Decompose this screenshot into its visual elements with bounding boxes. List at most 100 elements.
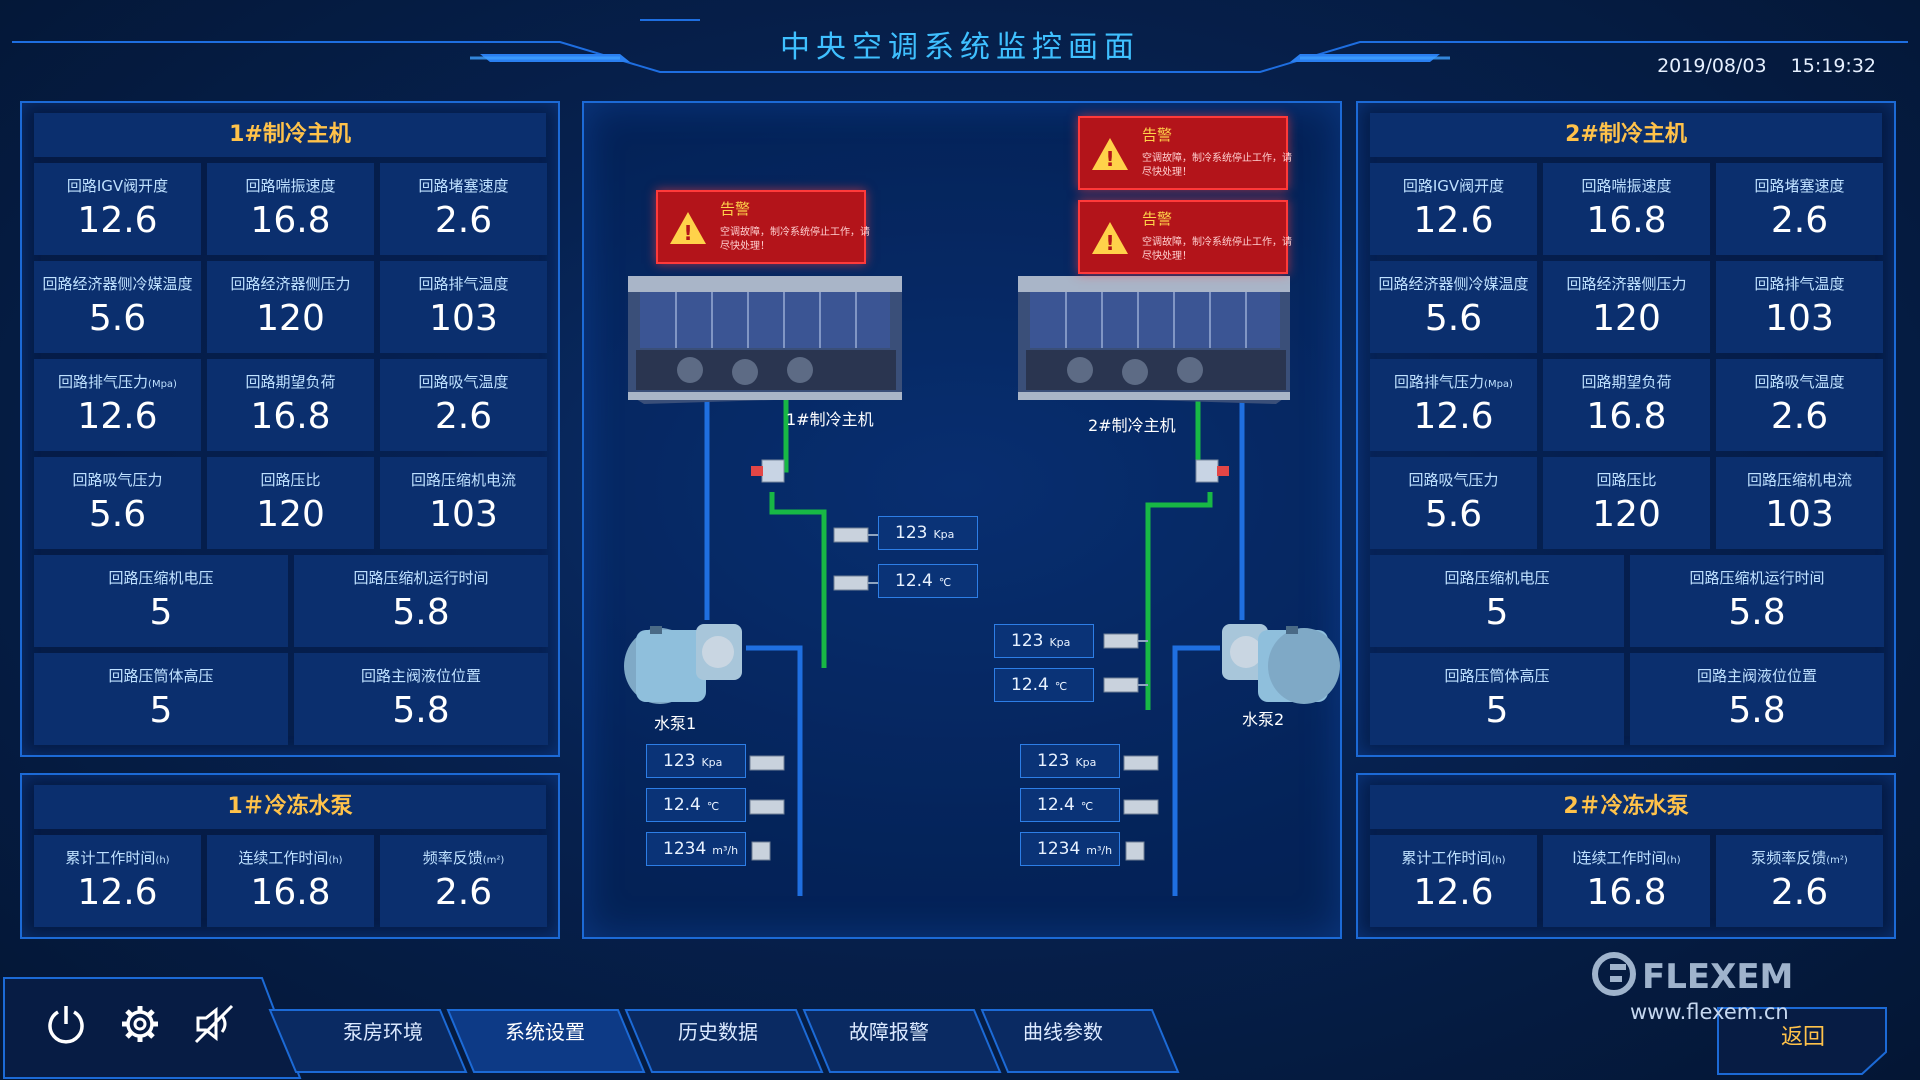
metric-label: 回路压缩机电流 <box>1716 469 1883 490</box>
metric-label-text: 回路压比 <box>1596 471 1657 489</box>
datetime: 2019/08/03 15:19:32 <box>1639 55 1876 77</box>
metric-value: 5 <box>1485 592 1509 633</box>
metric-label: 回路经济器侧压力 <box>207 273 374 294</box>
p1-pressure-sensor-icon <box>749 755 785 771</box>
alarm-title: 告警 <box>720 200 751 218</box>
metric-label: 回路期望负荷 <box>207 371 374 392</box>
alarm-box-3[interactable]: ! 告警 空调故障，制冷系统停止工作，请尽快处理！ <box>1078 200 1292 274</box>
metric-label-text: 回路排气压力 <box>1394 373 1485 391</box>
mute-button[interactable] <box>192 1002 236 1046</box>
tab-fault-alarm[interactable]: 故障报警 <box>849 1020 929 1044</box>
metric-cell: 回路主阀液位位置 5.8 <box>294 653 548 745</box>
tab-history[interactable]: 历史数据 <box>678 1020 758 1044</box>
c1-return-pipe-2 <box>769 492 827 668</box>
metric-unit: (h) <box>1666 855 1681 866</box>
metric-unit: (m²) <box>482 855 505 866</box>
metric-cell: 回路压缩机电压 5 <box>1370 555 1624 647</box>
metric-cell: 回路IGV阀开度 12.6 <box>34 163 201 255</box>
metric-value: 5 <box>149 690 173 731</box>
p1-temp-readout: 12.4℃ <box>646 788 746 822</box>
metric-unit: (m²) <box>1826 855 1848 866</box>
alarm-box-2[interactable]: ! 告警 空调故障，制冷系统停止工作，请尽快处理！ <box>1078 116 1292 190</box>
metric-label-text: 回路排气温度 <box>418 275 509 293</box>
metric-label-text: 回路IGV阀开度 <box>66 177 169 195</box>
metric-value: 2.6 <box>434 872 493 913</box>
metric-label: 泵频率反馈(m²) <box>1716 847 1883 868</box>
metric-value: 16.8 <box>1586 872 1667 913</box>
metric-cell: l连续工作时间(h)16.8 <box>1543 835 1710 927</box>
metric-value: 5.6 <box>88 494 147 535</box>
chiller1-unit-icon <box>628 276 902 404</box>
metric-label: 回路压缩机电流 <box>380 469 547 490</box>
metric-label: 回路主阀液位位置 <box>1630 665 1884 686</box>
back-button[interactable]: 返回 <box>1780 1025 1825 1050</box>
alarm-box-1[interactable]: ! 告警 空调故障，制冷系统停止工作，请尽快处理！ <box>656 190 870 264</box>
metric-value: 120 <box>1592 494 1661 535</box>
brand-name: FLEXEM <box>1642 957 1793 997</box>
metric-label-text: 回路吸气压力 <box>1408 471 1499 489</box>
date-text: 2019/08/03 <box>1657 55 1767 77</box>
metric-label: 回路主阀液位位置 <box>294 665 548 686</box>
c2-temp-sensor-icon <box>1103 677 1139 693</box>
metric-label-text: 累计工作时间 <box>65 849 156 867</box>
tab-pump-room[interactable]: 泵房环境 <box>343 1020 423 1044</box>
metric-label: 回路堵塞速度 <box>380 175 547 196</box>
pump1-label: 水泵1 <box>654 714 697 733</box>
tab-system-settings[interactable]: 系统设置 <box>505 1020 585 1044</box>
metric-value: 5.6 <box>1424 298 1483 339</box>
metric-value: 12.6 <box>77 872 158 913</box>
c1-valve-icon <box>751 459 785 483</box>
metric-label: 回路压缩机电压 <box>34 567 288 588</box>
pump2-icon <box>1222 624 1340 704</box>
metric-value: 12.6 <box>1413 200 1494 241</box>
readout-unit: Kpa <box>1075 756 1097 769</box>
metric-label-text: 回路压缩机电压 <box>1444 569 1550 587</box>
metric-label: 回路压筒体高压 <box>1370 665 1624 686</box>
metric-label-text: 回路主阀液位位置 <box>360 667 481 685</box>
metric-value: 16.8 <box>250 200 331 241</box>
metric-label-text: 回路喘振速度 <box>1581 177 1672 195</box>
alarm-text: 空调故障，制冷系统停止工作，请尽快处理！ <box>1142 153 1292 178</box>
readout-unit: ℃ <box>1080 800 1094 813</box>
metric-value: 12.6 <box>77 200 158 241</box>
power-icon <box>48 1006 84 1044</box>
metric-label-text: 回路IGV阀开度 <box>1402 177 1505 195</box>
metric-value: 5.6 <box>88 298 147 339</box>
metric-unit: (h) <box>328 855 343 866</box>
mute-icon <box>194 1004 234 1044</box>
metric-label-text: 回路吸气压力 <box>72 471 163 489</box>
readout-value: 12.4 <box>663 795 701 815</box>
metric-cell: 回路排气压力(Mpa)12.6 <box>1370 359 1537 451</box>
metric-label: 回路吸气压力 <box>34 469 201 490</box>
p2-pressure-sensor-icon <box>1123 755 1159 771</box>
power-button[interactable] <box>44 1002 88 1046</box>
metric-label-text: 回路压缩机运行时间 <box>1689 569 1825 587</box>
metric-label-text: 回路经济器侧冷媒温度 <box>42 275 193 293</box>
metric-value: 5 <box>149 592 173 633</box>
metric-cell: 回路IGV阀开度 12.6 <box>1370 163 1537 255</box>
metric-cell: 累计工作时间(h)12.6 <box>1370 835 1537 927</box>
readout-unit: Kpa <box>701 756 723 769</box>
p2-temp-readout: 12.4℃ <box>1020 788 1120 822</box>
metric-label-text: 回路期望负荷 <box>1581 373 1672 391</box>
chiller1-label: 1#制冷主机 <box>786 410 874 429</box>
metric-value: 5.8 <box>392 690 450 731</box>
metric-label: 回路压缩机运行时间 <box>1630 567 1884 588</box>
metric-label-text: 回路主阀液位位置 <box>1696 667 1817 685</box>
metric-value: 5.8 <box>392 592 450 633</box>
p1-flow-sensor-icon <box>751 841 771 861</box>
tab-curve-params[interactable]: 曲线参数 <box>1023 1020 1103 1044</box>
metric-value: 103 <box>429 298 498 339</box>
metric-value: 2.6 <box>1770 872 1829 913</box>
c2-pressure-sensor-icon <box>1103 633 1139 649</box>
readout-unit: Kpa <box>1049 636 1071 649</box>
settings-button[interactable] <box>118 1002 162 1046</box>
